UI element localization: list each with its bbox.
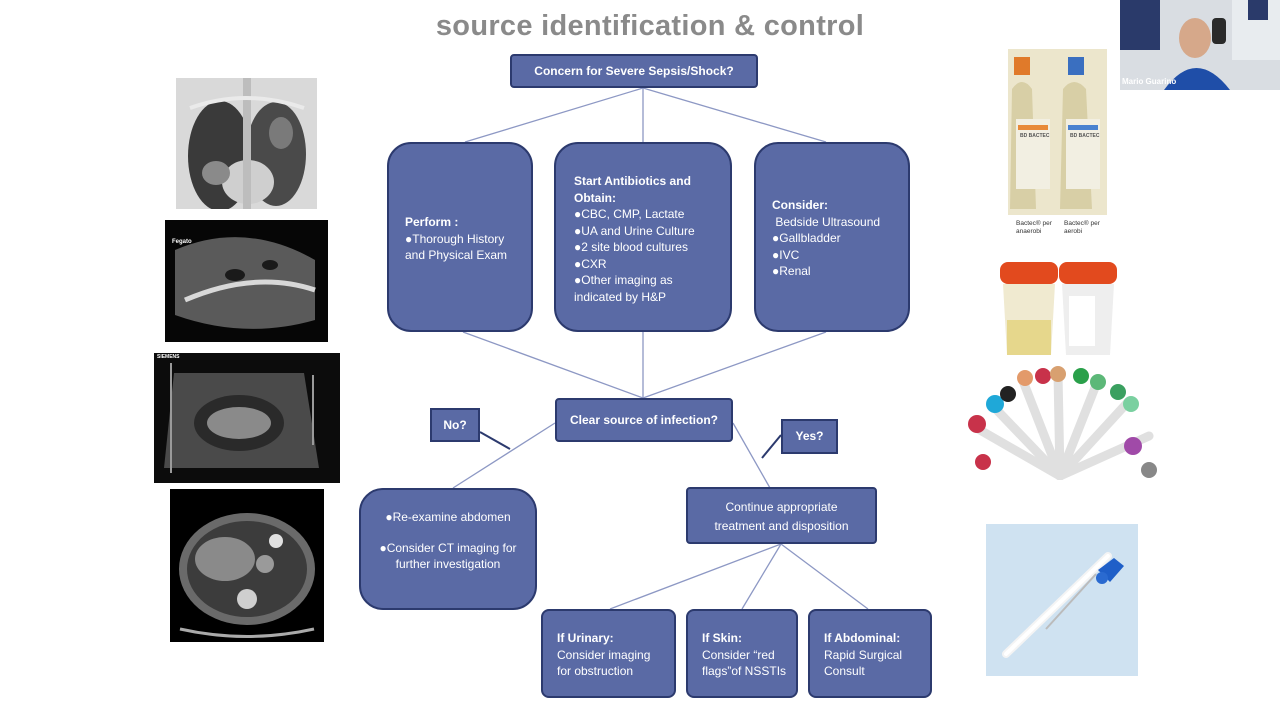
no-label: No?: [443, 417, 467, 432]
clear-source-label: Clear source of infection?: [569, 412, 719, 427]
bottle-label: BD BACTEC: [1020, 133, 1050, 139]
blood-culture-bottles-image: BD BACTEC BD BACTEC: [1008, 49, 1107, 215]
antibiotics-line: ●Other imaging as: [574, 273, 673, 287]
chest-xray-image: [176, 78, 317, 209]
presenter-video-thumbnail: Mario Guarino: [1120, 0, 1280, 90]
presenter-name: Mario Guarino: [1122, 77, 1177, 86]
renal-ultrasound-image: SIEMENS: [154, 353, 340, 483]
reexamine-line: ●Re-examine abdomen: [385, 510, 511, 524]
yes-label: Yes?: [795, 429, 824, 444]
no-box: No?: [430, 408, 480, 442]
abdominal-ct-image: [170, 489, 324, 642]
yes-box: Yes?: [781, 419, 838, 454]
concern-label: Concern for Severe Sepsis/Shock?: [534, 63, 734, 78]
antibiotics-line: ●CXR: [574, 256, 607, 271]
urinary-line: for obstruction: [557, 664, 634, 678]
abdominal-line: Consult: [824, 664, 865, 678]
abdominal-line: Rapid Surgical: [824, 647, 903, 662]
consider-box: Consider: Bedside Ultrasound ●Gallbladde…: [754, 142, 910, 332]
consider-heading: Consider:: [772, 198, 829, 212]
abdominal-box: If Abdominal: Rapid Surgical Consult: [808, 609, 932, 698]
reexamine-box: ●Re-examine abdomen ●Consider CT imaging…: [359, 488, 537, 610]
skin-line: Consider “red: [702, 647, 775, 662]
skin-heading: If Skin:: [702, 631, 743, 645]
liver-ultrasound-image: Fegato: [165, 220, 328, 342]
siemens-label: SIEMENS: [157, 354, 180, 360]
swab-image: [986, 524, 1138, 676]
perform-line: and Physical Exam: [405, 248, 508, 262]
urine-cups-image: [997, 260, 1137, 357]
urinary-heading: If Urinary:: [557, 631, 614, 645]
bottle-caption: Bactec® per aerobi: [1064, 220, 1100, 235]
continue-line: Continue appropriate: [725, 500, 838, 514]
bottle-label: BD BACTEC: [1070, 133, 1100, 139]
antibiotics-line: ●UA and Urine Culture: [574, 223, 695, 238]
antibiotics-line: ●CBC, CMP, Lactate: [574, 207, 685, 221]
skin-box: If Skin: Consider “red flags”of NSSTIs: [686, 609, 798, 698]
perform-heading: Perform :: [405, 215, 459, 229]
antibiotics-heading: Start Antibiotics and: [574, 174, 691, 188]
continue-line: treatment and disposition: [714, 519, 849, 533]
perform-line: ●Thorough History: [405, 231, 505, 246]
concern-box: Concern for Severe Sepsis/Shock?: [510, 54, 758, 88]
reexamine-line: further investigation: [395, 557, 501, 571]
antibiotics-line: ●2 site blood cultures: [574, 240, 688, 254]
urinary-line: Consider imaging: [557, 647, 651, 662]
consider-line: Bedside Ultrasound: [772, 214, 881, 229]
reexamine-line: ●Consider CT imaging for: [379, 540, 517, 555]
consider-line: ●IVC: [772, 247, 800, 262]
blood-tubes-image: [963, 366, 1157, 480]
perform-box: Perform : ●Thorough History and Physical…: [387, 142, 533, 332]
skin-line: flags”of NSSTIs: [702, 664, 787, 678]
antibiotics-heading: Obtain:: [574, 190, 616, 205]
bottle-caption: Bactec® per anaerobi: [1016, 220, 1052, 235]
continue-box: Continue appropriate treatment and dispo…: [686, 487, 877, 544]
consider-line: ●Gallbladder: [772, 231, 841, 245]
antibiotics-line: indicated by H&P: [574, 289, 667, 304]
antibiotics-box: Start Antibiotics and Obtain: ●CBC, CMP,…: [554, 142, 732, 332]
abdominal-heading: If Abdominal:: [824, 631, 901, 645]
urinary-box: If Urinary: Consider imaging for obstruc…: [541, 609, 676, 698]
ultrasound-label: Fegato: [172, 239, 192, 245]
consider-line: ●Renal: [772, 264, 811, 278]
clear-source-box: Clear source of infection?: [555, 398, 733, 442]
slide-title: source identification & control: [435, 10, 865, 42]
